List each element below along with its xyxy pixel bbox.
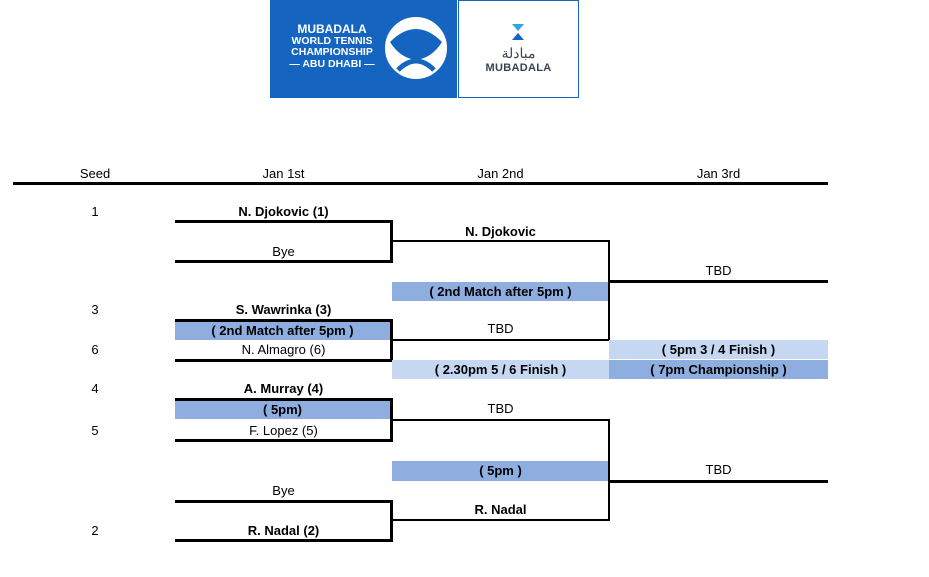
player-name: N. Djokovic bbox=[465, 224, 536, 239]
match-schedule: ( 5pm) bbox=[175, 400, 390, 419]
tennis-ball-icon bbox=[383, 15, 449, 81]
player-name: R. Nadal bbox=[474, 502, 527, 517]
match-schedule: ( 5pm 3 / 4 Finish ) bbox=[609, 340, 828, 359]
tournament-logo-text: MUBADALA WORLD TENNIS CHAMPIONSHIP — ABU… bbox=[284, 22, 380, 70]
bracket-connector bbox=[390, 319, 393, 362]
player-name: Bye bbox=[272, 244, 295, 259]
logo-line-1: MUBADALA bbox=[297, 22, 367, 36]
bracket-connector bbox=[608, 419, 610, 521]
seed-number: 4 bbox=[91, 381, 99, 396]
bracket-line bbox=[175, 319, 393, 322]
bracket-line bbox=[175, 260, 393, 263]
match-schedule: ( 7pm Championship ) bbox=[609, 360, 828, 379]
match-schedule: ( 5pm ) bbox=[392, 461, 609, 481]
match-schedule: ( 2nd Match after 5pm ) bbox=[175, 321, 390, 340]
player-name: TBD bbox=[705, 462, 732, 477]
bracket-connector bbox=[390, 500, 393, 542]
bracket-line bbox=[175, 398, 393, 401]
header-jan-1st: Jan 1st bbox=[262, 166, 305, 181]
seed-number: 3 bbox=[91, 302, 99, 317]
header-jan-3rd: Jan 3rd bbox=[696, 166, 741, 181]
seed-number: 6 bbox=[91, 342, 99, 357]
bracket-line bbox=[392, 339, 610, 341]
logo-line-4: — ABU DHABI — bbox=[289, 57, 375, 70]
header-seed: Seed bbox=[79, 166, 111, 181]
seed-number: 1 bbox=[91, 204, 99, 219]
bracket-line bbox=[175, 359, 393, 362]
sponsor-arabic-name: مبادلة bbox=[501, 45, 536, 61]
bracket-line bbox=[392, 240, 610, 242]
seed-number: 5 bbox=[91, 423, 99, 438]
tournament-logo: MUBADALA WORLD TENNIS CHAMPIONSHIP — ABU… bbox=[270, 0, 457, 98]
bracket-connector bbox=[390, 398, 393, 442]
bracket-connector bbox=[390, 220, 393, 263]
sponsor-name: MUBADALA bbox=[485, 62, 552, 74]
match-schedule: ( 2nd Match after 5pm ) bbox=[392, 282, 609, 301]
bracket-line bbox=[392, 519, 610, 521]
bracket-line bbox=[609, 280, 828, 283]
bracket-line bbox=[392, 419, 610, 421]
player-name: Bye bbox=[272, 483, 295, 498]
player-name: S. Wawrinka (3) bbox=[235, 302, 332, 317]
sponsor-logo: مبادلة MUBADALA bbox=[458, 0, 579, 98]
player-name: N. Almagro (6) bbox=[241, 342, 326, 357]
hourglass-icon bbox=[512, 24, 524, 40]
player-name: TBD bbox=[705, 263, 732, 278]
bracket-line bbox=[175, 539, 393, 542]
player-name: N. Djokovic (1) bbox=[238, 204, 329, 219]
bracket-line bbox=[175, 220, 393, 223]
player-name: TBD bbox=[487, 401, 514, 416]
seed-number: 2 bbox=[91, 523, 99, 538]
bracket-connector bbox=[608, 240, 610, 341]
logo-line-2: WORLD TENNIS bbox=[291, 34, 373, 47]
header-divider bbox=[13, 182, 828, 185]
header-jan-2nd: Jan 2nd bbox=[477, 166, 524, 181]
player-name: R. Nadal (2) bbox=[247, 523, 320, 538]
bracket-line bbox=[609, 480, 828, 483]
player-name: F. Lopez (5) bbox=[249, 423, 318, 438]
bracket-line bbox=[175, 500, 393, 503]
player-name: A. Murray (4) bbox=[243, 381, 324, 396]
bracket-line bbox=[175, 439, 393, 442]
match-schedule: ( 2.30pm 5 / 6 Finish ) bbox=[392, 360, 609, 379]
player-name: TBD bbox=[487, 321, 514, 336]
logo-line-3: CHAMPIONSHIP bbox=[291, 46, 373, 58]
